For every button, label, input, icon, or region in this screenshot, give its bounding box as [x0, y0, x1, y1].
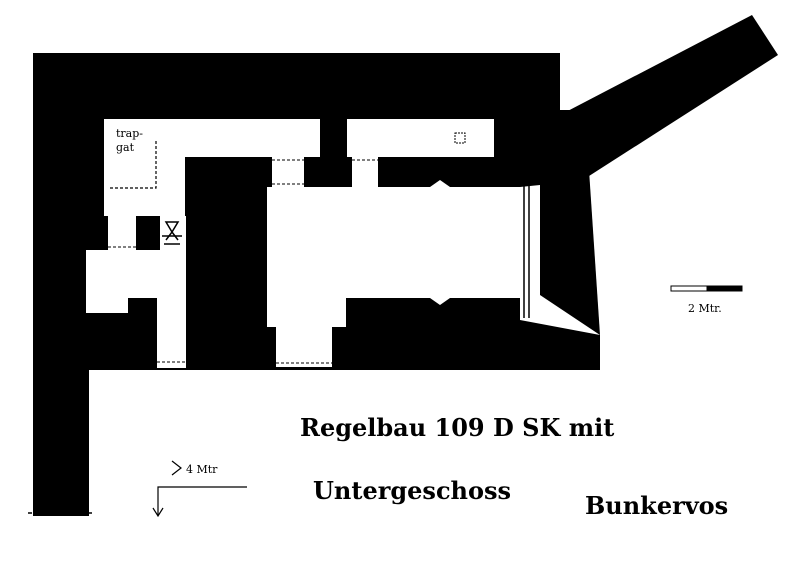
passage-top-1 — [272, 157, 304, 187]
scale-bar-black — [706, 285, 743, 292]
scale-bar-white — [670, 285, 708, 292]
diagram-title-line-2: Untergeschoss — [313, 476, 511, 505]
stair-dashed-outline — [110, 140, 157, 189]
level-marker — [152, 460, 247, 518]
diagram-title-line-1: Regelbau 109 D SK mit — [300, 413, 614, 442]
room-label-trapgat-2: gat — [116, 141, 135, 154]
rooms — [86, 119, 600, 368]
periscope-mark — [454, 132, 466, 144]
embrasure — [520, 185, 600, 335]
room-stair — [104, 119, 320, 216]
passage-left-vertical — [108, 216, 136, 250]
scale-label: 2 Mtr. — [688, 302, 722, 315]
plan-details — [28, 132, 530, 514]
passage-bottom — [276, 327, 332, 367]
scale-bar — [670, 285, 743, 292]
wall-left-leg — [33, 360, 89, 516]
passage-top-2 — [352, 157, 378, 187]
room-left — [86, 250, 186, 368]
author-label: Bunkervos — [585, 491, 728, 520]
wall-diagonal-arm — [540, 15, 778, 185]
room-top-middle — [347, 119, 494, 157]
level-label: 4 Mtr — [186, 463, 218, 476]
room-label-trapgat-1: trap- — [116, 127, 143, 140]
room-casemate — [267, 180, 520, 327]
vent-symbol — [162, 221, 182, 245]
